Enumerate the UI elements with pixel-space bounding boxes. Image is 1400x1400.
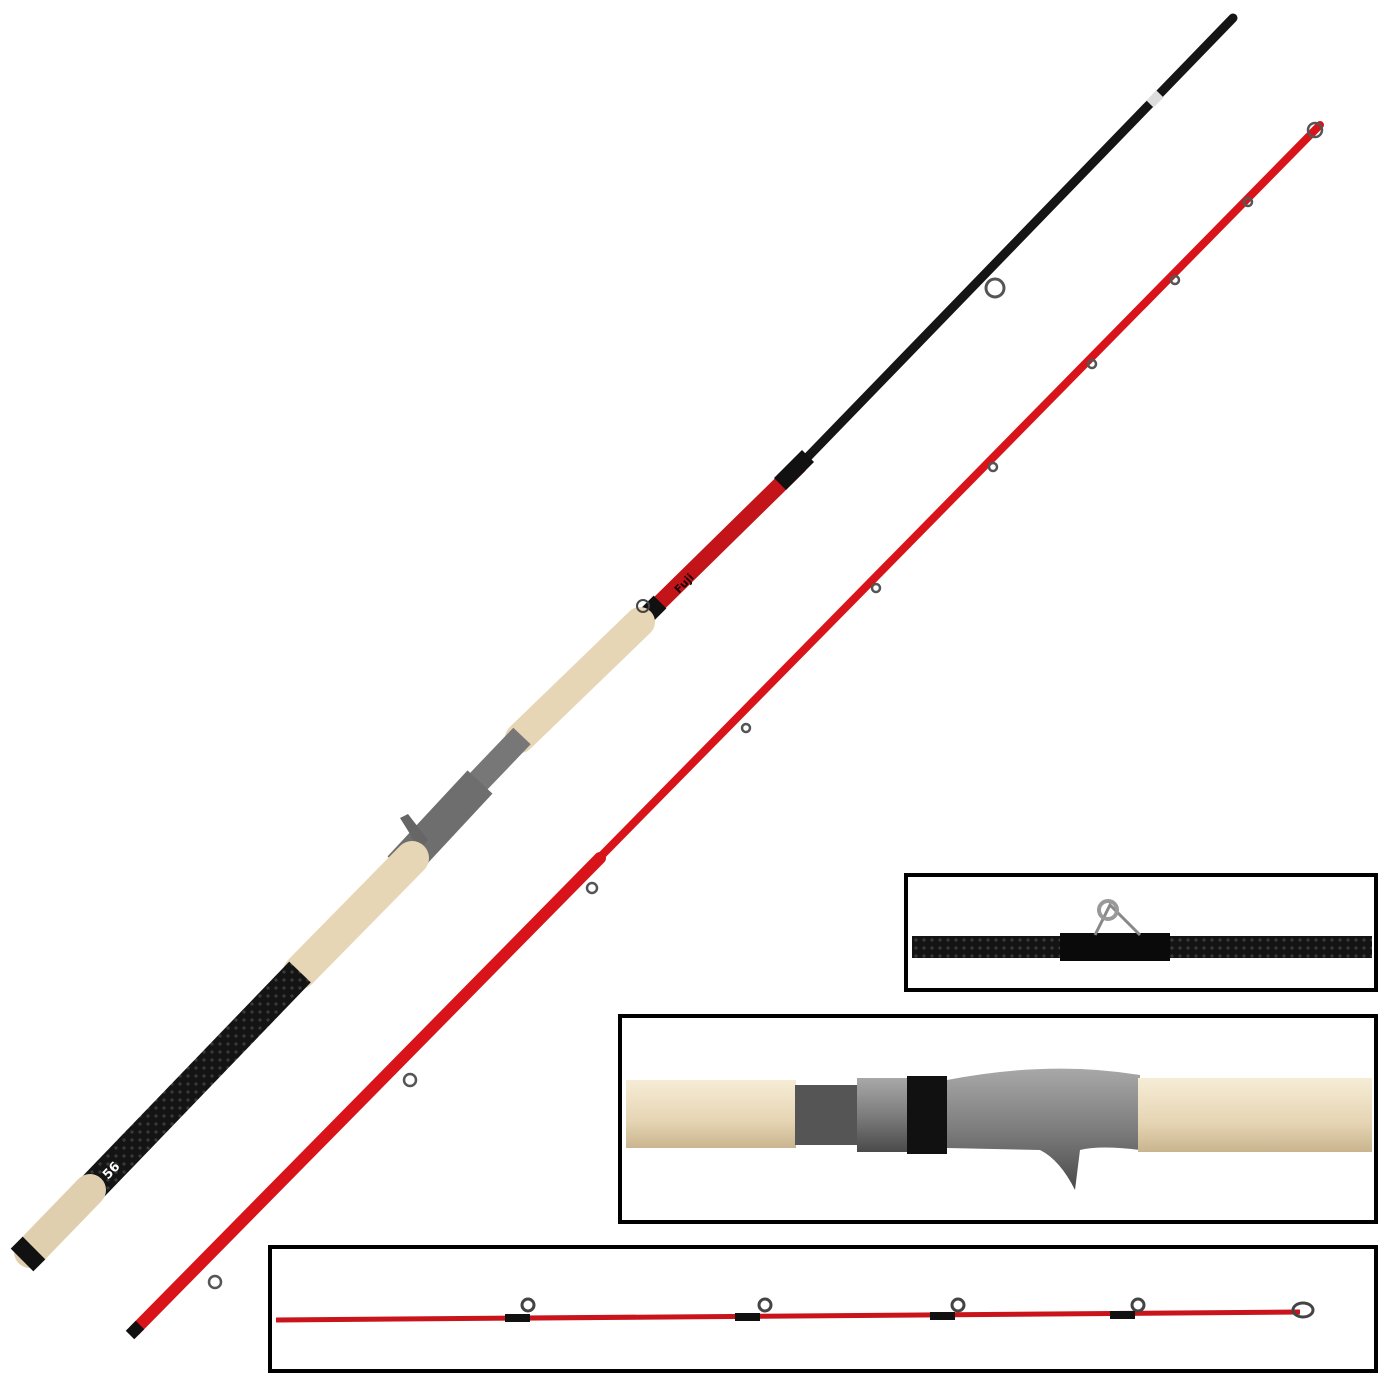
rod-tip-section: [795, 13, 1238, 470]
red-rod: [125, 121, 1324, 1340]
butt-cap: [10, 1236, 46, 1272]
guides: [207, 121, 1324, 1290]
carbon-rear-grip: [79, 961, 311, 1201]
guide-icon: [636, 599, 650, 613]
rod-red-section: [634, 459, 806, 628]
guide-icon: [984, 277, 1006, 299]
inset-tip-detail: [268, 1245, 1378, 1373]
inset-reel-seat-detail: [618, 1014, 1378, 1224]
casting-rod: Fuji: [10, 13, 1238, 1272]
thread-lock: [469, 727, 531, 791]
rear-cork-grip-upper: [505, 607, 655, 753]
inset-guide-detail: [904, 873, 1378, 992]
winding: [773, 449, 815, 491]
fore-cork-grip: [283, 841, 429, 989]
butt-cork: [14, 1174, 106, 1268]
trigger-icon: [400, 814, 428, 850]
rod-ferrule: [1146, 90, 1164, 108]
butt-cap: [125, 1320, 145, 1340]
rod-butt-section: [129, 852, 606, 1336]
